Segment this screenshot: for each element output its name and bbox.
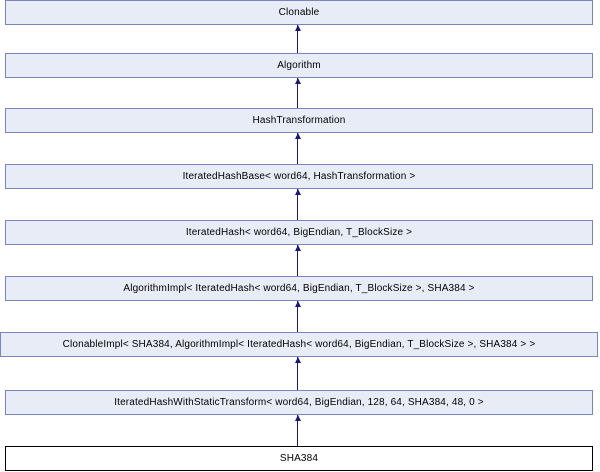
class-node-label: SHA384 bbox=[279, 453, 319, 464]
inheritance-arrowhead-icon bbox=[295, 301, 301, 307]
class-node-algorithmimpl[interactable]: AlgorithmImpl< IteratedHash< word64, Big… bbox=[5, 276, 593, 301]
inheritance-edge bbox=[297, 25, 298, 53]
inheritance-arrowhead-icon bbox=[295, 78, 301, 84]
class-node-label: ClonableImpl< SHA384, AlgorithmImpl< Ite… bbox=[62, 339, 536, 350]
class-node-sha384[interactable]: SHA384 bbox=[5, 446, 593, 471]
class-node-label: AlgorithmImpl< IteratedHash< word64, Big… bbox=[123, 283, 475, 294]
inheritance-arrowhead-icon bbox=[295, 357, 301, 363]
inheritance-arrowhead-icon bbox=[295, 189, 301, 195]
inheritance-edge bbox=[297, 357, 298, 390]
inheritance-arrowhead-icon bbox=[295, 415, 301, 421]
class-node-hashtransformation[interactable]: HashTransformation bbox=[5, 108, 593, 133]
class-node-label: Algorithm bbox=[277, 60, 321, 71]
inheritance-edge bbox=[297, 245, 298, 276]
class-node-label: HashTransformation bbox=[252, 115, 346, 126]
inheritance-arrowhead-icon bbox=[295, 133, 301, 139]
class-node-label: IteratedHashWithStaticTransform< word64,… bbox=[114, 397, 484, 408]
inheritance-edge bbox=[297, 78, 298, 108]
class-node-iteratedhashwithstatictransform[interactable]: IteratedHashWithStaticTransform< word64,… bbox=[5, 390, 593, 415]
class-node-clonableimpl[interactable]: ClonableImpl< SHA384, AlgorithmImpl< Ite… bbox=[0, 332, 598, 357]
class-node-iteratedhashbase[interactable]: IteratedHashBase< word64, HashTransforma… bbox=[5, 164, 593, 189]
class-node-algorithm[interactable]: Algorithm bbox=[5, 53, 593, 78]
inheritance-arrowhead-icon bbox=[295, 245, 301, 251]
class-node-label: IteratedHashBase< word64, HashTransforma… bbox=[182, 171, 416, 182]
inheritance-edge bbox=[297, 189, 298, 220]
class-node-label: Clonable bbox=[278, 7, 320, 18]
inheritance-edge bbox=[297, 415, 298, 446]
inheritance-arrowhead-icon bbox=[295, 25, 301, 31]
class-node-iteratedhash[interactable]: IteratedHash< word64, BigEndian, T_Block… bbox=[5, 220, 593, 245]
class-node-clonable[interactable]: Clonable bbox=[5, 0, 593, 25]
inheritance-edge bbox=[297, 133, 298, 164]
inheritance-edge bbox=[297, 301, 298, 332]
class-node-label: IteratedHash< word64, BigEndian, T_Block… bbox=[185, 227, 413, 238]
